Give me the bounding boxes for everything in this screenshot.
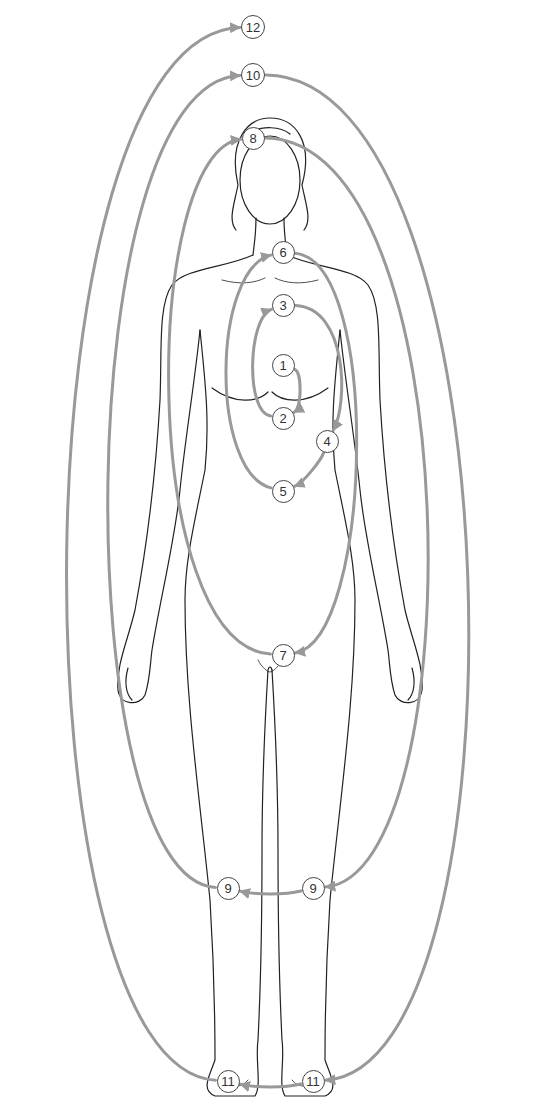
flow-arrow xyxy=(240,1084,301,1087)
callout-number: 4 xyxy=(323,435,330,448)
flow-arrow xyxy=(295,253,356,653)
callout-number: 1 xyxy=(279,359,286,372)
callout-number: 5 xyxy=(279,485,286,498)
flow-arrow xyxy=(169,139,271,654)
flow-arrow xyxy=(295,453,324,486)
callout-number: 10 xyxy=(246,69,260,82)
flow-arrow xyxy=(108,76,240,888)
callout-circle: 7 xyxy=(272,644,295,667)
callout-number: 12 xyxy=(246,21,260,34)
flow-arrow xyxy=(266,138,429,887)
callout-circle: 1 xyxy=(272,354,295,377)
flow-arrow xyxy=(226,255,271,488)
callout-circle: 11 xyxy=(217,1070,240,1093)
flow-arrow xyxy=(253,309,272,416)
callout-circle: 5 xyxy=(272,480,295,503)
callout-circle: 9 xyxy=(302,877,325,900)
flow-arrow xyxy=(296,306,342,431)
callout-number: 9 xyxy=(309,882,316,895)
callout-number: 9 xyxy=(224,882,231,895)
callout-number: 8 xyxy=(249,132,256,145)
callout-circle: 8 xyxy=(242,127,265,150)
flow-arrow xyxy=(240,891,301,894)
callout-circle: 9 xyxy=(217,877,240,900)
flow-arrow xyxy=(266,75,469,1080)
callout-circle: 3 xyxy=(272,294,295,317)
callout-circle: 2 xyxy=(272,407,295,430)
callout-circle: 11 xyxy=(302,1070,325,1093)
callout-circle: 12 xyxy=(241,15,265,39)
callout-number: 2 xyxy=(279,412,286,425)
callout-number: 3 xyxy=(279,299,286,312)
callout-circle: 4 xyxy=(316,430,339,453)
flow-arrow xyxy=(294,369,300,412)
callout-circle: 6 xyxy=(272,241,295,264)
callout-number: 6 xyxy=(279,246,286,259)
callout-number: 7 xyxy=(279,649,286,662)
callout-number: 11 xyxy=(221,1075,235,1088)
callout-circle: 10 xyxy=(241,63,265,87)
callout-number: 11 xyxy=(306,1075,320,1088)
flow-arrow xyxy=(67,27,240,1080)
